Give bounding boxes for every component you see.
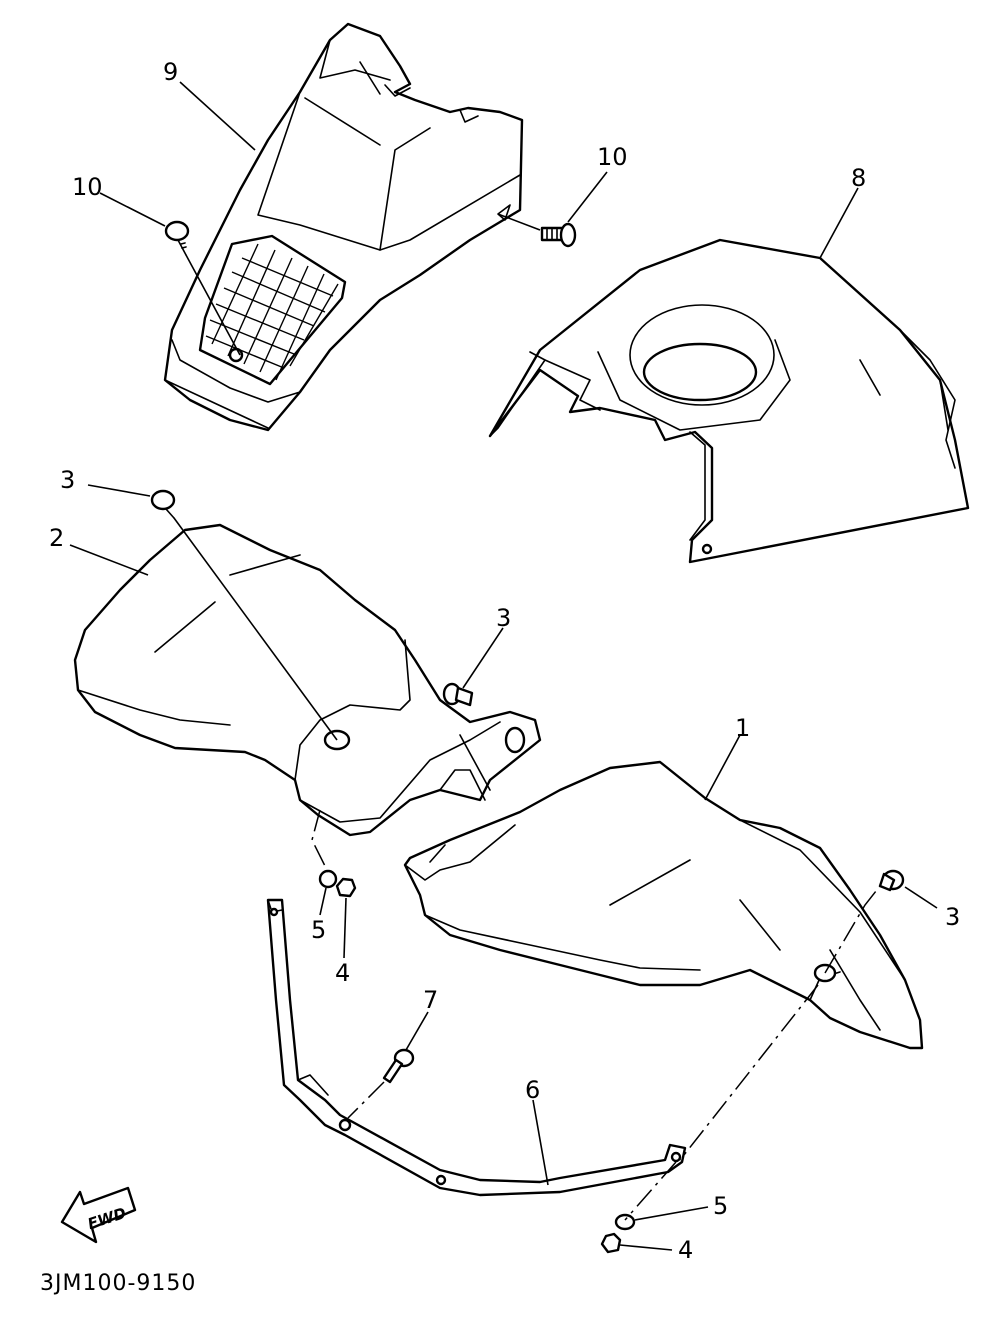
bolt-10-left — [164, 220, 190, 256]
assembly-lines — [173, 213, 881, 1221]
fwd-arrow-icon: FWD — [60, 1186, 137, 1244]
callout-leaders — [69, 81, 938, 1251]
callout-5-lower: 5 — [713, 1192, 728, 1220]
callout-10-right: 10 — [597, 143, 628, 171]
bolt-3-upper — [150, 489, 176, 519]
part-1-right-fender — [403, 760, 924, 1050]
diagram-code: 3JM100-9150 — [40, 1271, 196, 1296]
callout-6: 6 — [525, 1076, 540, 1104]
part-2-left-fender — [73, 523, 542, 837]
callout-4-lower: 4 — [678, 1236, 693, 1264]
callout-3-middle: 3 — [496, 604, 511, 632]
bolt-7 — [382, 1048, 415, 1084]
callout-labels: 9 10 10 8 3 2 3 1 3 5 4 7 6 5 4 — [49, 58, 960, 1264]
callout-3-right: 3 — [945, 903, 960, 931]
part-8-tank-cover — [488, 238, 970, 564]
callout-3-upper: 3 — [60, 466, 75, 494]
bolt-3-middle — [442, 682, 474, 707]
nut-4-lower — [600, 1232, 622, 1254]
washer-5-lower — [614, 1213, 636, 1231]
callout-9: 9 — [163, 58, 178, 86]
callout-8: 8 — [851, 164, 866, 192]
callout-4-upper: 4 — [335, 959, 350, 987]
part-9-front-cover — [163, 22, 524, 432]
callout-1: 1 — [735, 714, 750, 742]
callout-2: 2 — [49, 524, 64, 552]
bolt-3-right — [878, 869, 905, 892]
part-6-stay — [266, 898, 687, 1197]
callout-7: 7 — [423, 986, 438, 1014]
callout-5-upper: 5 — [311, 916, 326, 944]
grille-mesh — [205, 243, 339, 381]
washer-5-upper — [318, 869, 338, 889]
bolt-10-right — [540, 222, 577, 248]
callout-10-left: 10 — [72, 173, 103, 201]
nut-4-upper — [335, 877, 357, 898]
